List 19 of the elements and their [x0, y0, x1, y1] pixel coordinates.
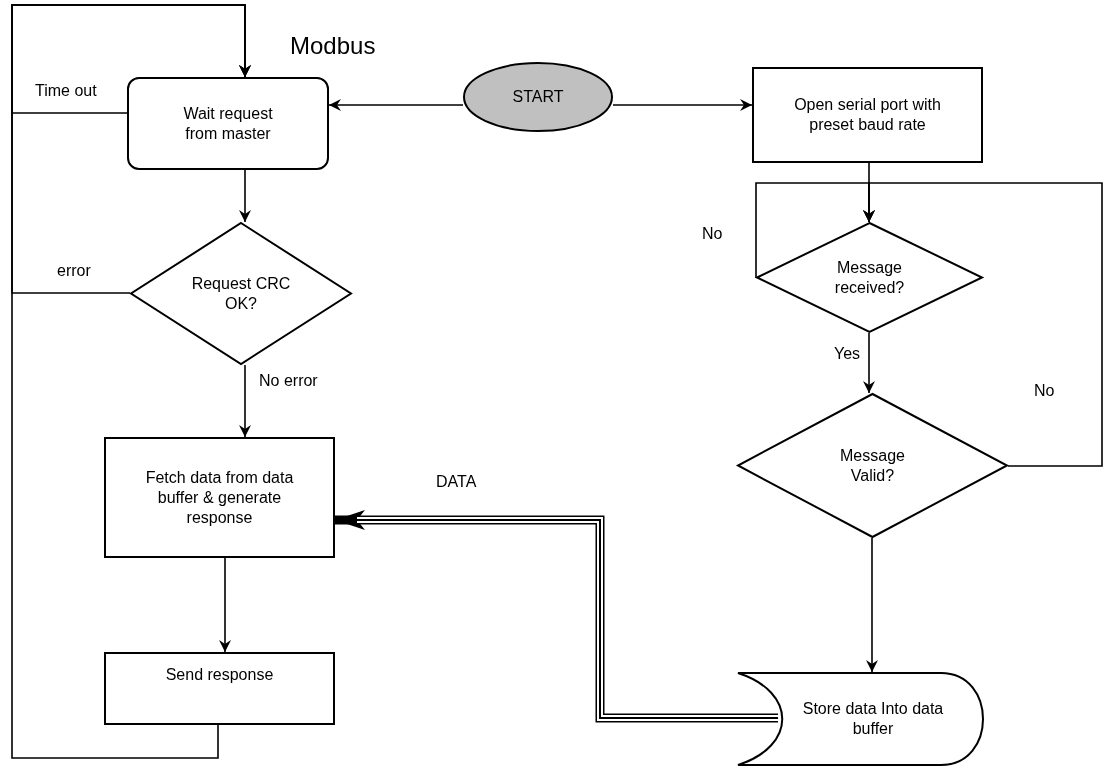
stored-data-shape: [737, 672, 985, 766]
process-box: [104, 437, 335, 558]
node-text: Message received?: [833, 257, 906, 298]
node-text: Open serial port with preset baud rate: [793, 95, 942, 135]
node-text: Store data Into data buffer: [801, 699, 945, 739]
node-text: Fetch data from data buffer & generate response: [144, 467, 295, 528]
decision-diamond: [130, 222, 352, 365]
node-text: Message Valid?: [839, 445, 906, 486]
process-box: [127, 77, 329, 170]
node-text: Wait request from master: [182, 103, 274, 144]
decision-diamond: [756, 222, 983, 333]
process-box: [752, 67, 983, 163]
decision-diamond: [737, 393, 1008, 538]
node-text: Send response: [165, 664, 274, 685]
node-text: START: [512, 87, 564, 107]
terminator-ellipse: [463, 62, 613, 132]
column-heading: Modbus: [290, 32, 376, 60]
process-box: [104, 652, 335, 725]
node-text: Request CRC OK?: [191, 273, 291, 314]
